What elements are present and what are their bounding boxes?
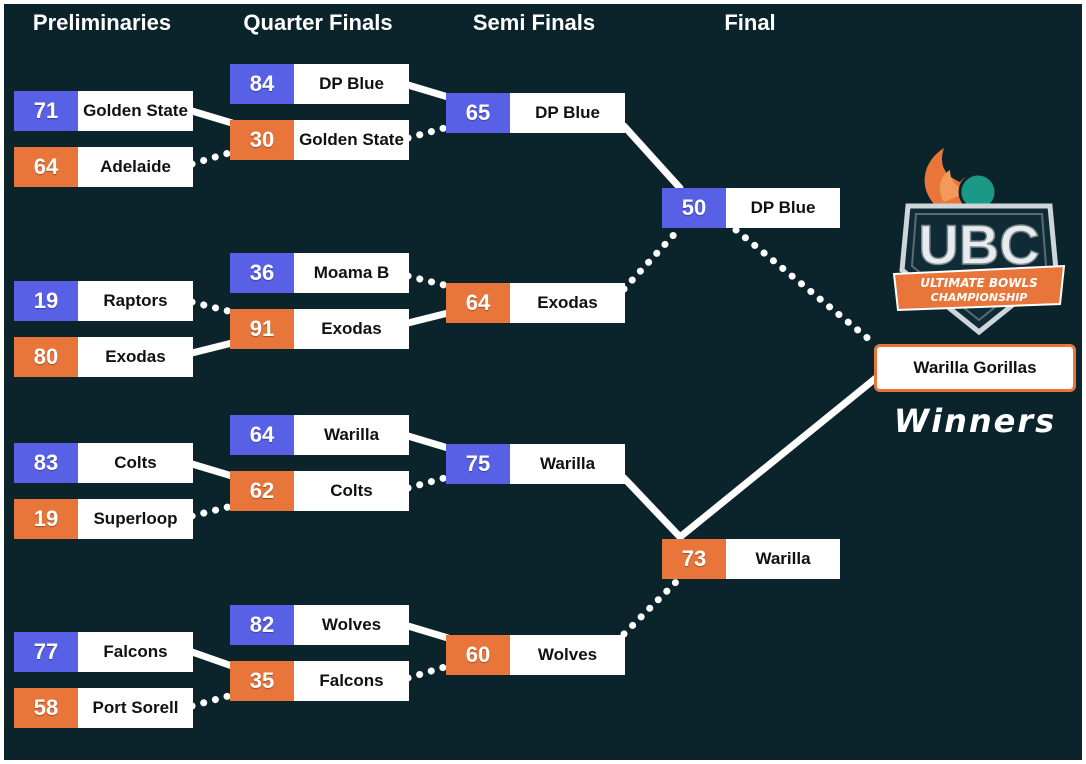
quarter-final-entry: 84 DP Blue: [230, 64, 409, 104]
score-badge: 77: [14, 632, 78, 672]
team-name: Golden State: [294, 120, 409, 160]
round-title-final: Final: [724, 10, 776, 35]
score-badge: 64: [14, 147, 78, 187]
team-name: Warilla: [510, 444, 625, 484]
team-name: Moama B: [294, 253, 409, 293]
team-name: Falcons: [78, 632, 193, 672]
score-badge: 75: [446, 444, 510, 484]
winners-label: Winners: [893, 402, 1057, 440]
score-badge: 80: [14, 337, 78, 377]
score-badge: 19: [14, 499, 78, 539]
team-name: Exodas: [78, 337, 193, 377]
round-title-quarter-finals: Quarter Finals: [243, 10, 393, 35]
team-name: Warilla: [294, 415, 409, 455]
team-name: Falcons: [294, 661, 409, 701]
prelim-entry: 71 Golden State: [14, 91, 193, 131]
quarter-final-entry: 82 Wolves: [230, 605, 409, 645]
logo-banner: [892, 264, 1066, 312]
final-entry: 73 Warilla: [662, 539, 840, 579]
logo-main-text: UBC: [918, 213, 1039, 276]
quarter-final-entry: 36 Moama B: [230, 253, 409, 293]
score-badge: 73: [662, 539, 726, 579]
final-entry: 50 DP Blue: [662, 188, 840, 228]
team-name: Colts: [294, 471, 409, 511]
prelim-entry: 80 Exodas: [14, 337, 193, 377]
semi-final-entry: 60 Wolves: [446, 635, 625, 675]
semi-final-entry: 75 Warilla: [446, 444, 625, 484]
quarter-final-entry: 91 Exodas: [230, 309, 409, 349]
score-badge: 30: [230, 120, 294, 160]
team-name: Exodas: [294, 309, 409, 349]
quarter-final-entry: 64 Warilla: [230, 415, 409, 455]
team-name: Superloop: [78, 499, 193, 539]
team-name: Port Sorell: [78, 688, 193, 728]
team-name: DP Blue: [510, 93, 625, 133]
prelim-entry: 77 Falcons: [14, 632, 193, 672]
score-badge: 83: [14, 443, 78, 483]
team-name: Golden State: [78, 91, 193, 131]
score-badge: 82: [230, 605, 294, 645]
quarter-final-entry: 30 Golden State: [230, 120, 409, 160]
score-badge: 62: [230, 471, 294, 511]
prelim-entry: 64 Adelaide: [14, 147, 193, 187]
quarter-final-entry: 62 Colts: [230, 471, 409, 511]
round-title-semi-finals: Semi Finals: [472, 10, 596, 35]
score-badge: 71: [14, 91, 78, 131]
team-name: Adelaide: [78, 147, 193, 187]
prelim-entry: 19 Superloop: [14, 499, 193, 539]
prelim-entry: 83 Colts: [14, 443, 193, 483]
score-badge: 64: [446, 283, 510, 323]
team-name: Wolves: [294, 605, 409, 645]
score-badge: 64: [230, 415, 294, 455]
score-badge: 58: [14, 688, 78, 728]
prelim-entry: 19 Raptors: [14, 281, 193, 321]
team-name: Exodas: [510, 283, 625, 323]
ubc-logo: UBC ULTIMATE BOWLS CHAMPIONSHIP: [892, 148, 1066, 336]
score-badge: 19: [14, 281, 78, 321]
quarter-final-entry: 35 Falcons: [230, 661, 409, 701]
team-name: Warilla: [726, 539, 840, 579]
logo-line2: CHAMPIONSHIP: [931, 291, 1028, 304]
team-name: DP Blue: [294, 64, 409, 104]
team-name: Raptors: [78, 281, 193, 321]
score-badge: 84: [230, 64, 294, 104]
score-badge: 65: [446, 93, 510, 133]
team-name: Wolves: [510, 635, 625, 675]
score-badge: 35: [230, 661, 294, 701]
score-badge: 36: [230, 253, 294, 293]
score-badge: 60: [446, 635, 510, 675]
semi-final-entry: 64 Exodas: [446, 283, 625, 323]
team-name: Colts: [78, 443, 193, 483]
score-badge: 91: [230, 309, 294, 349]
logo-line1: ULTIMATE BOWLS: [920, 276, 1038, 290]
semi-final-entry: 65 DP Blue: [446, 93, 625, 133]
prelim-entry: 58 Port Sorell: [14, 688, 193, 728]
champion-box: Warilla Gorillas: [874, 344, 1076, 392]
round-title-preliminaries: Preliminaries: [32, 10, 172, 35]
score-badge: 50: [662, 188, 726, 228]
team-name: DP Blue: [726, 188, 840, 228]
